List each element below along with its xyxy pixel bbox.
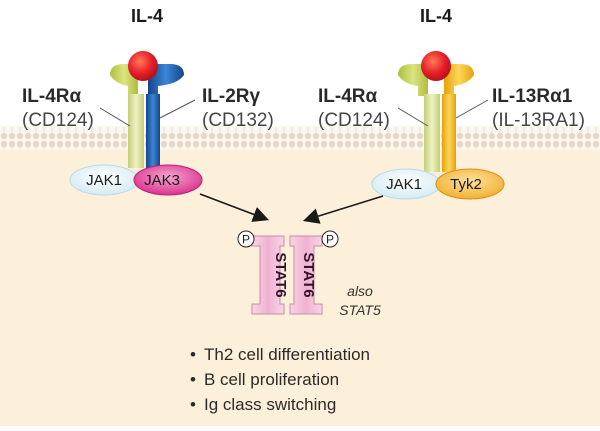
- left-chain-b-cd: (CD132): [202, 110, 274, 131]
- left-ligand-label: IL-4: [131, 6, 163, 26]
- left-jak3-kinase: [133, 164, 203, 196]
- right-il4ra-stem: [424, 94, 440, 172]
- phospho-left-label: P: [242, 233, 250, 247]
- stat5-note: STAT5: [339, 302, 381, 318]
- stat6-monomer-right: [289, 235, 323, 315]
- outcome-item-2: B cell proliferation: [204, 370, 339, 389]
- right-chain-a-leader: [397, 107, 429, 127]
- stat6-left-label: STAT6: [272, 252, 289, 297]
- phospho-right-label: P: [326, 233, 334, 247]
- right-il13ra1-stem: [442, 94, 456, 172]
- left-jak3-label: JAK3: [144, 172, 180, 189]
- left-chain-b-name: IL-2Rγ: [202, 86, 261, 107]
- stat6-right-label: STAT6: [300, 252, 317, 297]
- left-il4ra-stem: [128, 94, 144, 168]
- right-receptor-complex: IL-4 IL-4Rα (CD124) IL-13Rα1 (IL-13RA1) …: [318, 6, 585, 200]
- right-chain-b-name: IL-13Rα1: [492, 86, 573, 107]
- phospho-right-icon: [321, 230, 339, 248]
- outcome-item-3: Ig class switching: [204, 395, 336, 414]
- also-note: also: [347, 283, 373, 299]
- phospho-left-icon: [237, 230, 255, 248]
- right-tyk2-label: Tyk2: [450, 176, 482, 193]
- right-il13ra1-head: [444, 64, 474, 96]
- stat6-dimer: STAT6 STAT6 P P also STAT5: [237, 230, 381, 318]
- outcome-item-1: Th2 cell differentiation: [204, 345, 370, 364]
- left-chain-a-name: IL-4Rα: [22, 86, 82, 107]
- right-chain-a-cd: (CD124): [318, 110, 390, 131]
- right-tyk2-kinase: [435, 168, 505, 200]
- arrow-left-to-stat6: [199, 193, 269, 222]
- left-il2rg-stem: [146, 94, 160, 168]
- left-receptor-complex: IL-4 IL-4Rα (CD124) IL-2Rγ (CD132) JAK1 …: [22, 6, 274, 196]
- right-il4-ligand: [421, 51, 451, 81]
- outcome-bullet-1: •: [190, 345, 196, 364]
- left-il2rg-head: [148, 64, 184, 96]
- arrow-right-to-stat6: [302, 195, 384, 224]
- outcome-bullet-3: •: [190, 395, 196, 414]
- left-chain-b-leader: [159, 99, 196, 119]
- stat6-monomer-left: [251, 235, 285, 315]
- left-il4-ligand: [128, 51, 158, 81]
- outcome-bullet-2: •: [190, 370, 196, 389]
- right-chain-b-cd: (IL-13RA1): [492, 110, 585, 131]
- left-chain-a-leader: [99, 107, 131, 127]
- right-jak1-label: JAK1: [386, 176, 422, 193]
- left-jak1-label: JAK1: [86, 172, 122, 189]
- outcomes-list: • Th2 cell differentiation • B cell prol…: [190, 345, 370, 414]
- right-il4ra-head: [398, 64, 428, 96]
- right-chain-a-name: IL-4Rα: [318, 86, 378, 107]
- right-chain-b-leader: [455, 99, 489, 119]
- left-chain-a-cd: (CD124): [22, 110, 94, 131]
- right-ligand-label: IL-4: [420, 6, 452, 26]
